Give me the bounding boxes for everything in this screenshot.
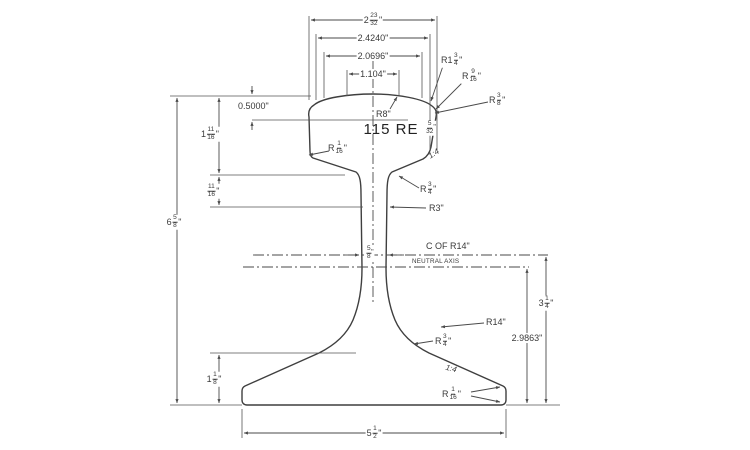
extension-lines	[170, 16, 560, 438]
section-title: 115 RE	[363, 121, 419, 138]
leader-r-3-8	[434, 101, 489, 114]
dim-2-9863: 2.9863"	[510, 333, 544, 343]
leader-r-1-16-head	[308, 150, 330, 156]
label-cl-of-r14: C OF R14"	[426, 241, 470, 251]
radius-r8: R8"	[376, 109, 391, 119]
dim-2-0696: 2.0696"	[356, 51, 390, 61]
leader-r-1-16-toe-lower	[470, 395, 501, 403]
leader-r1-3-4	[430, 62, 445, 102]
leader-r3	[389, 205, 427, 209]
leader-r-3-4-base	[413, 340, 434, 345]
radius-r3: R3"	[429, 203, 444, 213]
leader-r14	[440, 322, 485, 329]
leader-lines	[308, 62, 501, 403]
leader-r-3-4-head	[398, 175, 420, 189]
dim-1-104: 1.104"	[359, 69, 387, 79]
dim-2-4240: 2.4240"	[356, 33, 390, 43]
radius-r14: R14"	[486, 317, 506, 327]
rail-profile-outline	[241, 93, 507, 406]
dim-0-5000: 0.5000"	[237, 101, 270, 111]
label-neutral-axis: NEUTRAL AXIS	[412, 258, 460, 265]
leader-r8	[389, 96, 398, 110]
leader-r-1-16-toe-upper	[470, 386, 501, 393]
leader-r-9-16	[435, 80, 465, 110]
